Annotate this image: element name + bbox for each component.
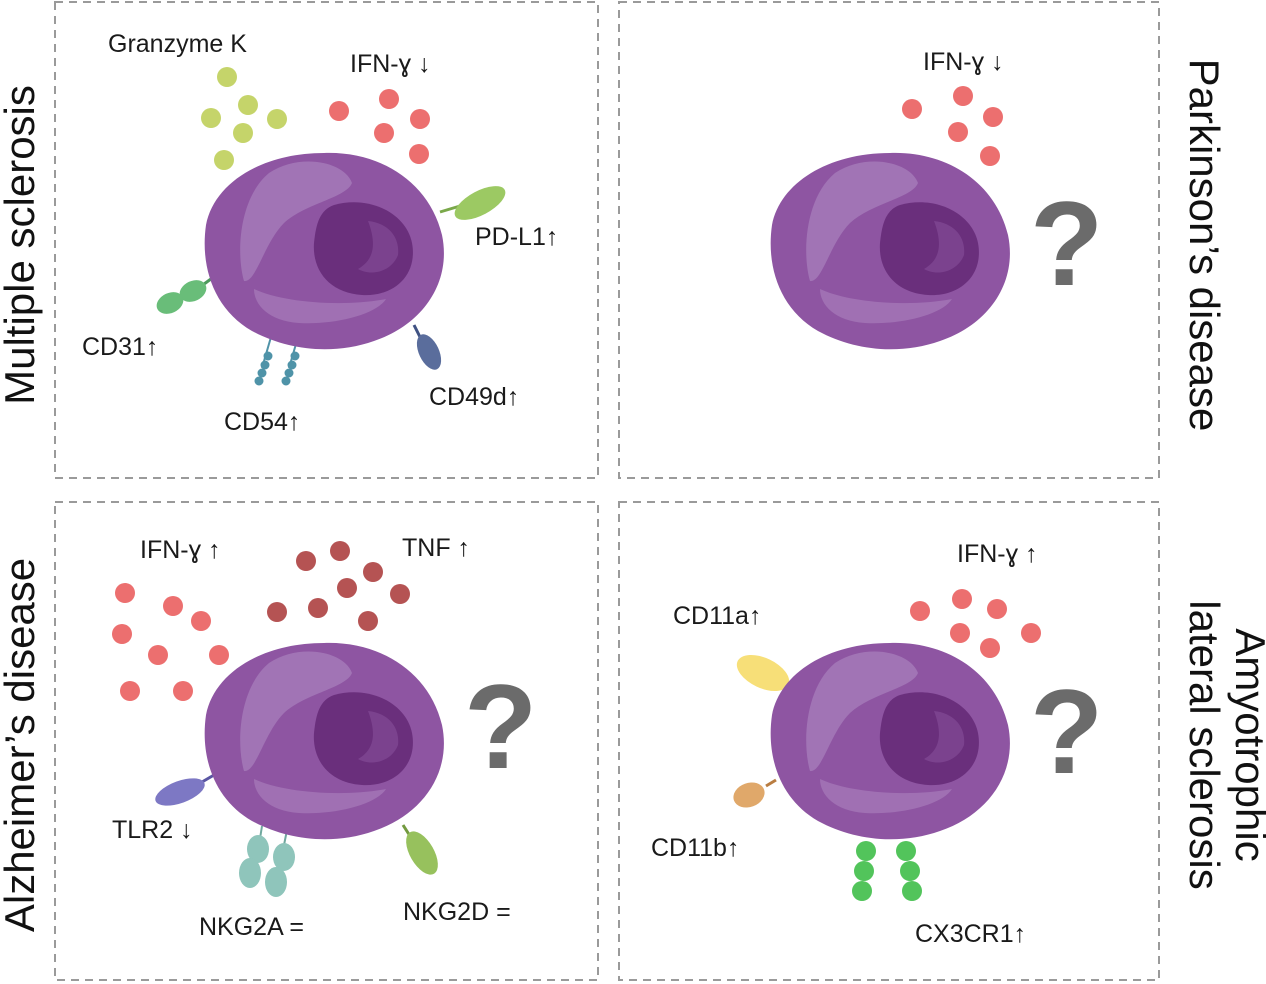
ad-disease-label: Alzheimer’s disease [0,558,43,932]
ad-nk-cell [204,642,444,840]
pd-l1-receptor [439,186,506,220]
panel-border-als [618,501,1160,981]
als-ifn-particles [910,589,1041,658]
granzyme-k-label: Granzyme K [108,30,247,58]
pd-question-mark: ? [1030,177,1103,311]
ms-nk-cell [204,152,444,350]
panel-border-pd [618,1,1160,479]
ad-ifn-particles [112,583,229,701]
nkg2d-receptor [401,824,438,875]
cd31-receptor [156,274,216,314]
als-disease-label-line1: Amyotrophic [1227,628,1266,861]
cx3cr1-receptor [852,841,922,901]
cd11a-receptor [736,654,790,692]
nkg2a-label: NKG2A = [199,913,304,941]
cd31-label: CD31↑ [82,333,158,361]
panel-border-ad [54,501,599,981]
ms-disease-label: Multiple sclerosis [0,85,43,405]
tlr2-label: TLR2 ↓ [112,816,193,844]
pd-panel: IFN-ɣ ↓ ? [770,48,1103,350]
cd49d-label: CD49d↑ [429,383,519,411]
als-disease-label-line2: lateral sclerosis [1181,600,1228,889]
cd11b-receptor [733,778,777,808]
cd49d-receptor [412,324,442,370]
tlr2-receptor [155,773,215,806]
ad-ifn-label: IFN-ɣ ↑ [140,536,221,564]
panel-border-ms [54,1,599,479]
cd54-label: CD54↑ [224,408,300,436]
nkg2d-label: NKG2D = [403,898,511,926]
cd11b-label: CD11b↑ [651,834,739,862]
ad-panel: IFN-ɣ ↑ TNF ↑ TLR2 ↓ NKG2A = [112,534,537,941]
nkg2a-receptor [239,825,295,897]
als-panel: IFN-ɣ ↑ CD11a↑ CD11b↑ CX3CR1↑ ? [651,540,1103,948]
ad-question-mark: ? [464,660,537,794]
tnf-particles [267,541,410,631]
als-question-mark: ? [1030,665,1103,799]
tnf-label: TNF ↑ [402,534,470,562]
ms-panel: Granzyme K IFN-ɣ ↓ PD-L1↑ CD31↑ [82,30,558,436]
pd-ifn-label: IFN-ɣ ↓ [923,48,1004,76]
pd-disease-label: Parkinson’s disease [1181,59,1228,432]
cd11a-label: CD11a↑ [673,602,761,630]
granzyme-k-particles [201,67,287,170]
pd-ifn-particles [902,86,1003,166]
pd-l1-label: PD-L1↑ [475,223,558,251]
als-ifn-label: IFN-ɣ ↑ [957,540,1038,568]
ms-ifn-particles [329,89,430,164]
pd-nk-cell [770,152,1010,350]
ms-ifn-label: IFN-ɣ ↓ [350,50,431,78]
als-nk-cell [770,642,1010,840]
cx3cr1-label: CX3CR1↑ [915,920,1026,948]
